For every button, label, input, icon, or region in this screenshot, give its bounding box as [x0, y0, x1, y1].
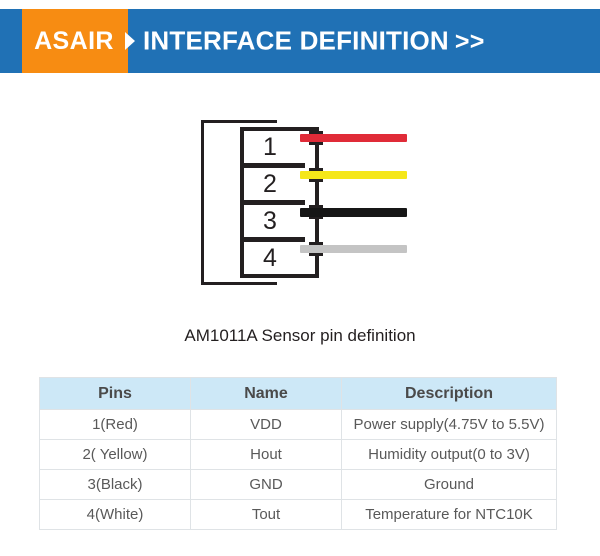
table-row: 3(Black) GND Ground	[39, 469, 557, 500]
pin-divider	[244, 200, 305, 205]
pin-number-2: 2	[263, 170, 277, 198]
page-header: ASAIR INTERFACE DEFINITION>>	[0, 9, 600, 73]
cell-name: Hout	[190, 439, 342, 470]
table-header-row: Pins Name Description	[39, 377, 557, 410]
cell-pins: 4(White)	[39, 499, 191, 530]
wire-white	[300, 245, 407, 253]
pin-divider	[244, 163, 305, 168]
double-chevron-icon: >>	[454, 27, 485, 56]
pin-number-3: 3	[263, 207, 277, 235]
table-row: 2( Yellow) Hout Humidity output(0 to 3V)	[39, 439, 557, 470]
cell-description: Ground	[341, 469, 557, 500]
connector-diagram: 1 2 3 4	[0, 105, 600, 300]
page-title: INTERFACE DEFINITION>>	[143, 26, 485, 57]
column-header-description: Description	[341, 377, 557, 410]
cell-name: Tout	[190, 499, 342, 530]
cell-pins: 1(Red)	[39, 409, 191, 440]
table-row: 1(Red) VDD Power supply(4.75V to 5.5V)	[39, 409, 557, 440]
page-title-text: INTERFACE DEFINITION	[143, 25, 449, 56]
wire-black	[300, 208, 407, 217]
pin-divider	[244, 237, 305, 242]
cell-description: Temperature for NTC10K	[341, 499, 557, 530]
cell-description: Power supply(4.75V to 5.5V)	[341, 409, 557, 440]
diagram-caption: AM1011A Sensor pin definition	[184, 326, 416, 345]
chevron-right-icon	[125, 32, 135, 50]
cell-name: GND	[190, 469, 342, 500]
column-header-name: Name	[190, 377, 342, 410]
wire-yellow	[300, 171, 407, 179]
pin-number-4: 4	[263, 244, 277, 272]
cell-name: VDD	[190, 409, 342, 440]
pin-number-1: 1	[263, 133, 277, 161]
brand-logo-block: ASAIR	[22, 9, 128, 73]
cell-description: Humidity output(0 to 3V)	[341, 439, 557, 470]
column-header-pins: Pins	[39, 377, 191, 410]
pin-definition-table: Pins Name Description 1(Red) VDD Power s…	[39, 377, 557, 530]
cell-pins: 2( Yellow)	[39, 439, 191, 470]
wire-red	[300, 134, 407, 142]
cell-pins: 3(Black)	[39, 469, 191, 500]
brand-name: ASAIR	[34, 26, 114, 55]
table-row: 4(White) Tout Temperature for NTC10K	[39, 499, 557, 530]
